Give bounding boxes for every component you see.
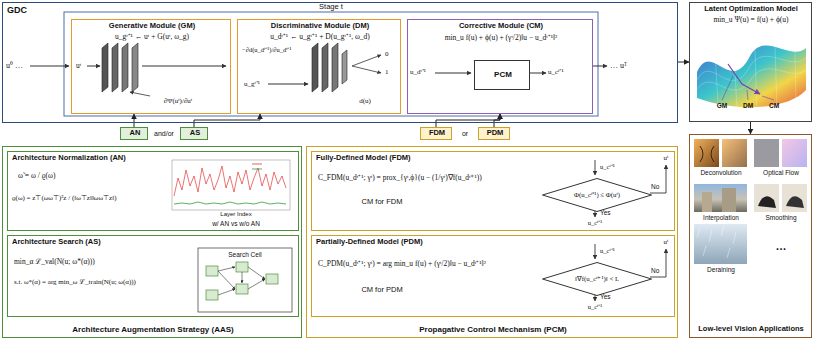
option-tag: AN xyxy=(120,127,148,140)
node-heading: Fully-Defined Model (FDM) xyxy=(316,154,411,163)
label-text: Interpolation xyxy=(703,214,739,221)
label-text: CM xyxy=(769,102,779,109)
sub-panel: Fully-Defined Model (FDM) C_FDM(u_dᵗ⁺¹; γ… xyxy=(311,151,675,231)
node-heading: Corrective Module (CM) xyxy=(459,22,543,31)
label-text: Smoothing xyxy=(765,214,796,221)
label-text: u_dᵗ⁺¹ xyxy=(410,68,426,76)
label-text: GM xyxy=(717,102,727,109)
node-text: min_u f(u) + ϕ(u) + (γᵗ/2)‖u − u_dᵗ⁺¹‖² xyxy=(445,34,558,43)
node-heading: Architecture Augmentation Strategy (AAS) xyxy=(72,325,234,334)
sub-panel: Architecture Normalization (AN) xyxy=(7,151,299,231)
option-tag: FDM xyxy=(420,127,452,140)
label-text: u_cᵗ⁺¹ xyxy=(600,247,615,254)
label-text: Deconvolution xyxy=(700,169,741,176)
module-box: Generative Module (GM) u_gᵗ⁺¹ ← uᵗ + G(uᵗ… xyxy=(71,19,231,114)
node-text: u_gᵗ⁺¹ ← uᵗ + G(uᵗ, ω_g) xyxy=(115,33,189,42)
sub-panel: Architecture Search (AS) xyxy=(7,235,299,317)
label-text: w/ AN vs w/o AN xyxy=(212,220,260,227)
label-text: 1 xyxy=(385,68,389,76)
node-heading: AS xyxy=(190,129,200,138)
node-heading: Architecture Search (AS) xyxy=(12,238,101,247)
label-text: … uᵀ xyxy=(610,61,627,70)
label-text: u⁰ … xyxy=(6,61,23,70)
label-text: u_cᵗ⁺¹ xyxy=(548,68,564,76)
label-text: Search Cell xyxy=(228,251,262,258)
node-heading: Partially-Defined Model (PDM) xyxy=(316,238,423,247)
node-text: C_FDM(u_dᵗ⁺¹; γᵗ) = prox_{γᵗ,ϕ}(u − (1/γ… xyxy=(318,174,482,183)
gdc-panel: GDC Generative Module (GM) u_gᵗ⁺¹ ← uᵗ + G… xyxy=(2,2,678,123)
module-box: Corrective Module (CM) min_u f(u) + ϕ(u) … xyxy=(407,19,593,114)
label-text: u_cᵗ⁺¹ xyxy=(588,303,603,310)
option-tag: AS xyxy=(180,127,208,140)
label-text: d(u) xyxy=(359,97,371,105)
label-text: uᵗ xyxy=(76,62,81,71)
diamond-shape xyxy=(543,179,652,212)
label-text: or xyxy=(462,130,468,138)
diamond-shape xyxy=(543,263,652,296)
label-text: Stage t xyxy=(319,3,343,12)
module-box: Discriminative Module (DM) u_dᵗ⁺¹ ← u_gᵗ⁺… xyxy=(237,19,401,114)
label-text: 0 xyxy=(385,50,389,58)
label-text: No xyxy=(651,183,659,190)
node-heading: Architecture Normalization (AN) xyxy=(12,154,126,163)
connector-arrow xyxy=(678,62,689,63)
label-text: u_gᵗ⁺¹ xyxy=(244,80,260,88)
node-heading: Propagative Control Mechanism (PCM) xyxy=(419,325,567,334)
node-heading: Latent Optimization Model xyxy=(704,5,798,14)
label-text: Optical Flow xyxy=(763,169,799,176)
decision-diamond: Φ(u_cᵗ⁺¹) ≤ Φ(uᵗ) xyxy=(542,178,652,212)
node-heading: ‖∇f(u_cᵗ⁺¹)‖ < L xyxy=(575,275,619,283)
node-heading: GDC xyxy=(7,5,27,15)
connector-arrow xyxy=(194,114,260,127)
label-text: uᵗ xyxy=(664,238,669,246)
node-text: min_u Ψ(u) = f(u) + ϕ(u) xyxy=(713,16,788,25)
node-heading: FDM xyxy=(429,129,445,138)
label-text: ∂Ψ(uᵗ)/∂uᵗ xyxy=(164,97,192,105)
label-text: min_α ℒ_val(N(u; ω*(α))) xyxy=(14,258,95,267)
node-text: CM for FDM xyxy=(362,198,403,207)
node-heading: AN xyxy=(130,129,141,138)
label-text: No xyxy=(651,267,659,274)
label-text: u_cᵗ⁺¹ xyxy=(600,163,615,170)
connector-arrow xyxy=(494,114,500,127)
node-heading: Discriminative Module (DM) xyxy=(271,22,369,31)
node-text: u_dᵗ⁺¹ ← u_gᵗ⁺¹ + D(u_gᵗ⁺¹, ω_d) xyxy=(270,33,370,42)
option-tag: PDM xyxy=(478,127,510,140)
connector-arrow xyxy=(750,122,751,134)
label-text: s.t. ω*(α) = arg min_ω ℒ_train(N(u; ω(α)… xyxy=(14,278,136,286)
label-text: and/or xyxy=(154,130,174,138)
node-heading: Φ(u_cᵗ⁺¹) ≤ Φ(uᵗ) xyxy=(574,191,620,199)
node-heading: Low-level Vision Applications xyxy=(694,325,809,334)
process-box: PCM xyxy=(474,60,530,90)
label-text: u_cᵗ⁺¹ xyxy=(588,219,603,226)
connector-arrow xyxy=(134,114,135,127)
label-text: DM xyxy=(743,102,753,109)
node-heading: PCM xyxy=(494,70,512,79)
node-heading: PDM xyxy=(487,129,504,138)
label-text: Layer Index xyxy=(220,211,251,218)
label-text: −∂d(u_dᵗ⁺¹)/∂u_dᵗ⁺¹ xyxy=(242,46,291,53)
label-text: uᵗ xyxy=(664,154,669,162)
label-text: Yes xyxy=(600,293,611,300)
label-text: Deraining xyxy=(707,266,735,273)
sub-panel: Partially-Defined Model (PDM) C_PDM(u_dᵗ⁺… xyxy=(311,235,675,317)
label-text: Yes xyxy=(600,209,611,216)
label-text: … xyxy=(776,240,787,253)
applications-panel: Low-level Vision Applications xyxy=(689,134,812,338)
node-text: C_PDM(u_dᵗ⁺¹; γᵗ) = arg min_u f(u) + (γᵗ… xyxy=(318,260,486,269)
node-text: CM for PDM xyxy=(361,286,402,295)
label-text: ω̃ = ω / ϱ(ω) xyxy=(18,172,55,181)
mechanism-panel: Propagative Control Mechanism (PCM) Fully… xyxy=(306,146,678,338)
connector-arrow xyxy=(436,114,500,127)
decision-diamond: ‖∇f(u_cᵗ⁺¹)‖ < L xyxy=(542,262,652,296)
label-text: ϱ(ω) = z⊤(ωω⊤)²z / (‖ω⊤z‖‖ωω⊤z‖) xyxy=(12,194,116,202)
node-heading: Generative Module (GM) xyxy=(109,22,195,31)
